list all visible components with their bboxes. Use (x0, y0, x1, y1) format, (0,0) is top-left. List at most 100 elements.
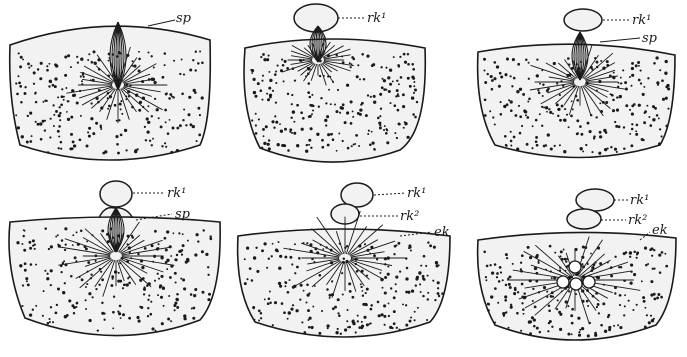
yolk-granule (395, 95, 397, 97)
yolk-granule (97, 329, 99, 331)
yolk-granule (147, 121, 150, 124)
label-rk2: rk² (628, 213, 647, 228)
yolk-granule (561, 105, 564, 108)
yolk-granule (402, 105, 405, 108)
yolk-granule (261, 99, 263, 101)
yolk-granule (90, 117, 93, 120)
yolk-granule (196, 233, 199, 236)
yolk-granule (631, 74, 634, 77)
yolk-granule (665, 60, 668, 63)
yolk-granule (350, 122, 353, 125)
yolk-granule (164, 109, 167, 112)
yolk-granule (138, 109, 141, 112)
yolk-granule (602, 302, 605, 305)
yolk-granule (614, 148, 617, 151)
yolk-granule (277, 250, 279, 252)
yolk-granule (361, 325, 364, 328)
yolk-granule (266, 93, 268, 95)
yolk-granule (521, 125, 523, 127)
yolk-granule (629, 281, 632, 284)
yolk-granule (289, 128, 292, 131)
yolk-granule (664, 253, 666, 255)
yolk-granule (536, 58, 538, 60)
yolk-granule (665, 97, 668, 100)
yolk-granule (506, 57, 509, 60)
yolk-granule (54, 85, 57, 88)
yolk-granule (490, 295, 493, 298)
yolk-granule (46, 69, 49, 72)
yolk-granule (173, 60, 175, 62)
yolk-granule (365, 303, 368, 306)
yolk-granule (505, 145, 507, 147)
yolk-granule (570, 115, 573, 118)
yolk-granule (145, 139, 147, 141)
yolk-granule (393, 322, 396, 325)
yolk-granule (525, 114, 527, 116)
yolk-granule (85, 286, 87, 288)
yolk-granule (26, 141, 29, 144)
yolk-granule (427, 292, 429, 294)
yolk-granule (502, 279, 504, 281)
yolk-granule (21, 305, 23, 307)
yolk-granule (384, 324, 386, 326)
yolk-granule (56, 304, 58, 306)
yolk-granule (64, 74, 67, 77)
yolk-granule (150, 301, 152, 303)
yolk-granule (497, 302, 499, 304)
yolk-granule (523, 313, 525, 315)
yolk-granule (605, 101, 608, 104)
yolk-granule (137, 253, 139, 255)
yolk-granule (76, 56, 78, 58)
yolk-granule (484, 98, 487, 101)
yolk-granule (287, 93, 289, 95)
yolk-granule (144, 247, 147, 250)
yolk-granule (207, 266, 209, 268)
yolk-granule (80, 75, 82, 77)
yolk-granule (176, 298, 179, 301)
yolk-granule (352, 110, 354, 112)
yolk-granule (17, 126, 20, 129)
yolk-granule (151, 327, 154, 330)
yolk-granule (437, 287, 439, 289)
yolk-granule (342, 103, 345, 106)
yolk-granule (273, 127, 275, 129)
yolk-granule (566, 114, 568, 116)
yolk-granule (305, 150, 308, 153)
yolk-granule (311, 94, 313, 96)
yolk-granule (349, 290, 352, 293)
yolk-granule (34, 92, 36, 94)
yolk-granule (397, 242, 400, 245)
yolk-granule (179, 124, 182, 127)
yolk-granule (264, 298, 266, 300)
yolk-granule (403, 127, 405, 129)
yolk-granule (61, 88, 63, 90)
yolk-granule (595, 116, 597, 118)
yolk-granule (491, 88, 494, 91)
yolk-granule (287, 149, 290, 152)
yolk-granule (647, 77, 649, 79)
yolk-granule (95, 288, 97, 290)
yolk-granule (399, 56, 401, 58)
yolk-granule (166, 230, 169, 233)
yolk-granule (517, 63, 520, 66)
yolk-granule (614, 292, 616, 294)
yolk-granule (278, 282, 281, 285)
yolk-granule (279, 255, 282, 258)
yolk-granule (616, 109, 619, 112)
yolk-granule (379, 115, 381, 117)
yolk-granule (434, 299, 436, 301)
yolk-granule (255, 247, 257, 249)
yolk-granule (138, 58, 141, 61)
yolk-granule (338, 133, 340, 135)
yolk-granule (118, 272, 120, 274)
yolk-granule (384, 291, 387, 294)
yolk-granule (535, 140, 538, 143)
yolk-granule (393, 296, 396, 299)
yolk-granule (87, 261, 90, 264)
yolk-granule (392, 327, 394, 329)
yolk-granule (312, 109, 314, 111)
yolk-granule (277, 143, 280, 146)
yolk-granule (483, 69, 485, 71)
yolk-granule (311, 113, 313, 115)
yolk-granule (157, 294, 159, 296)
